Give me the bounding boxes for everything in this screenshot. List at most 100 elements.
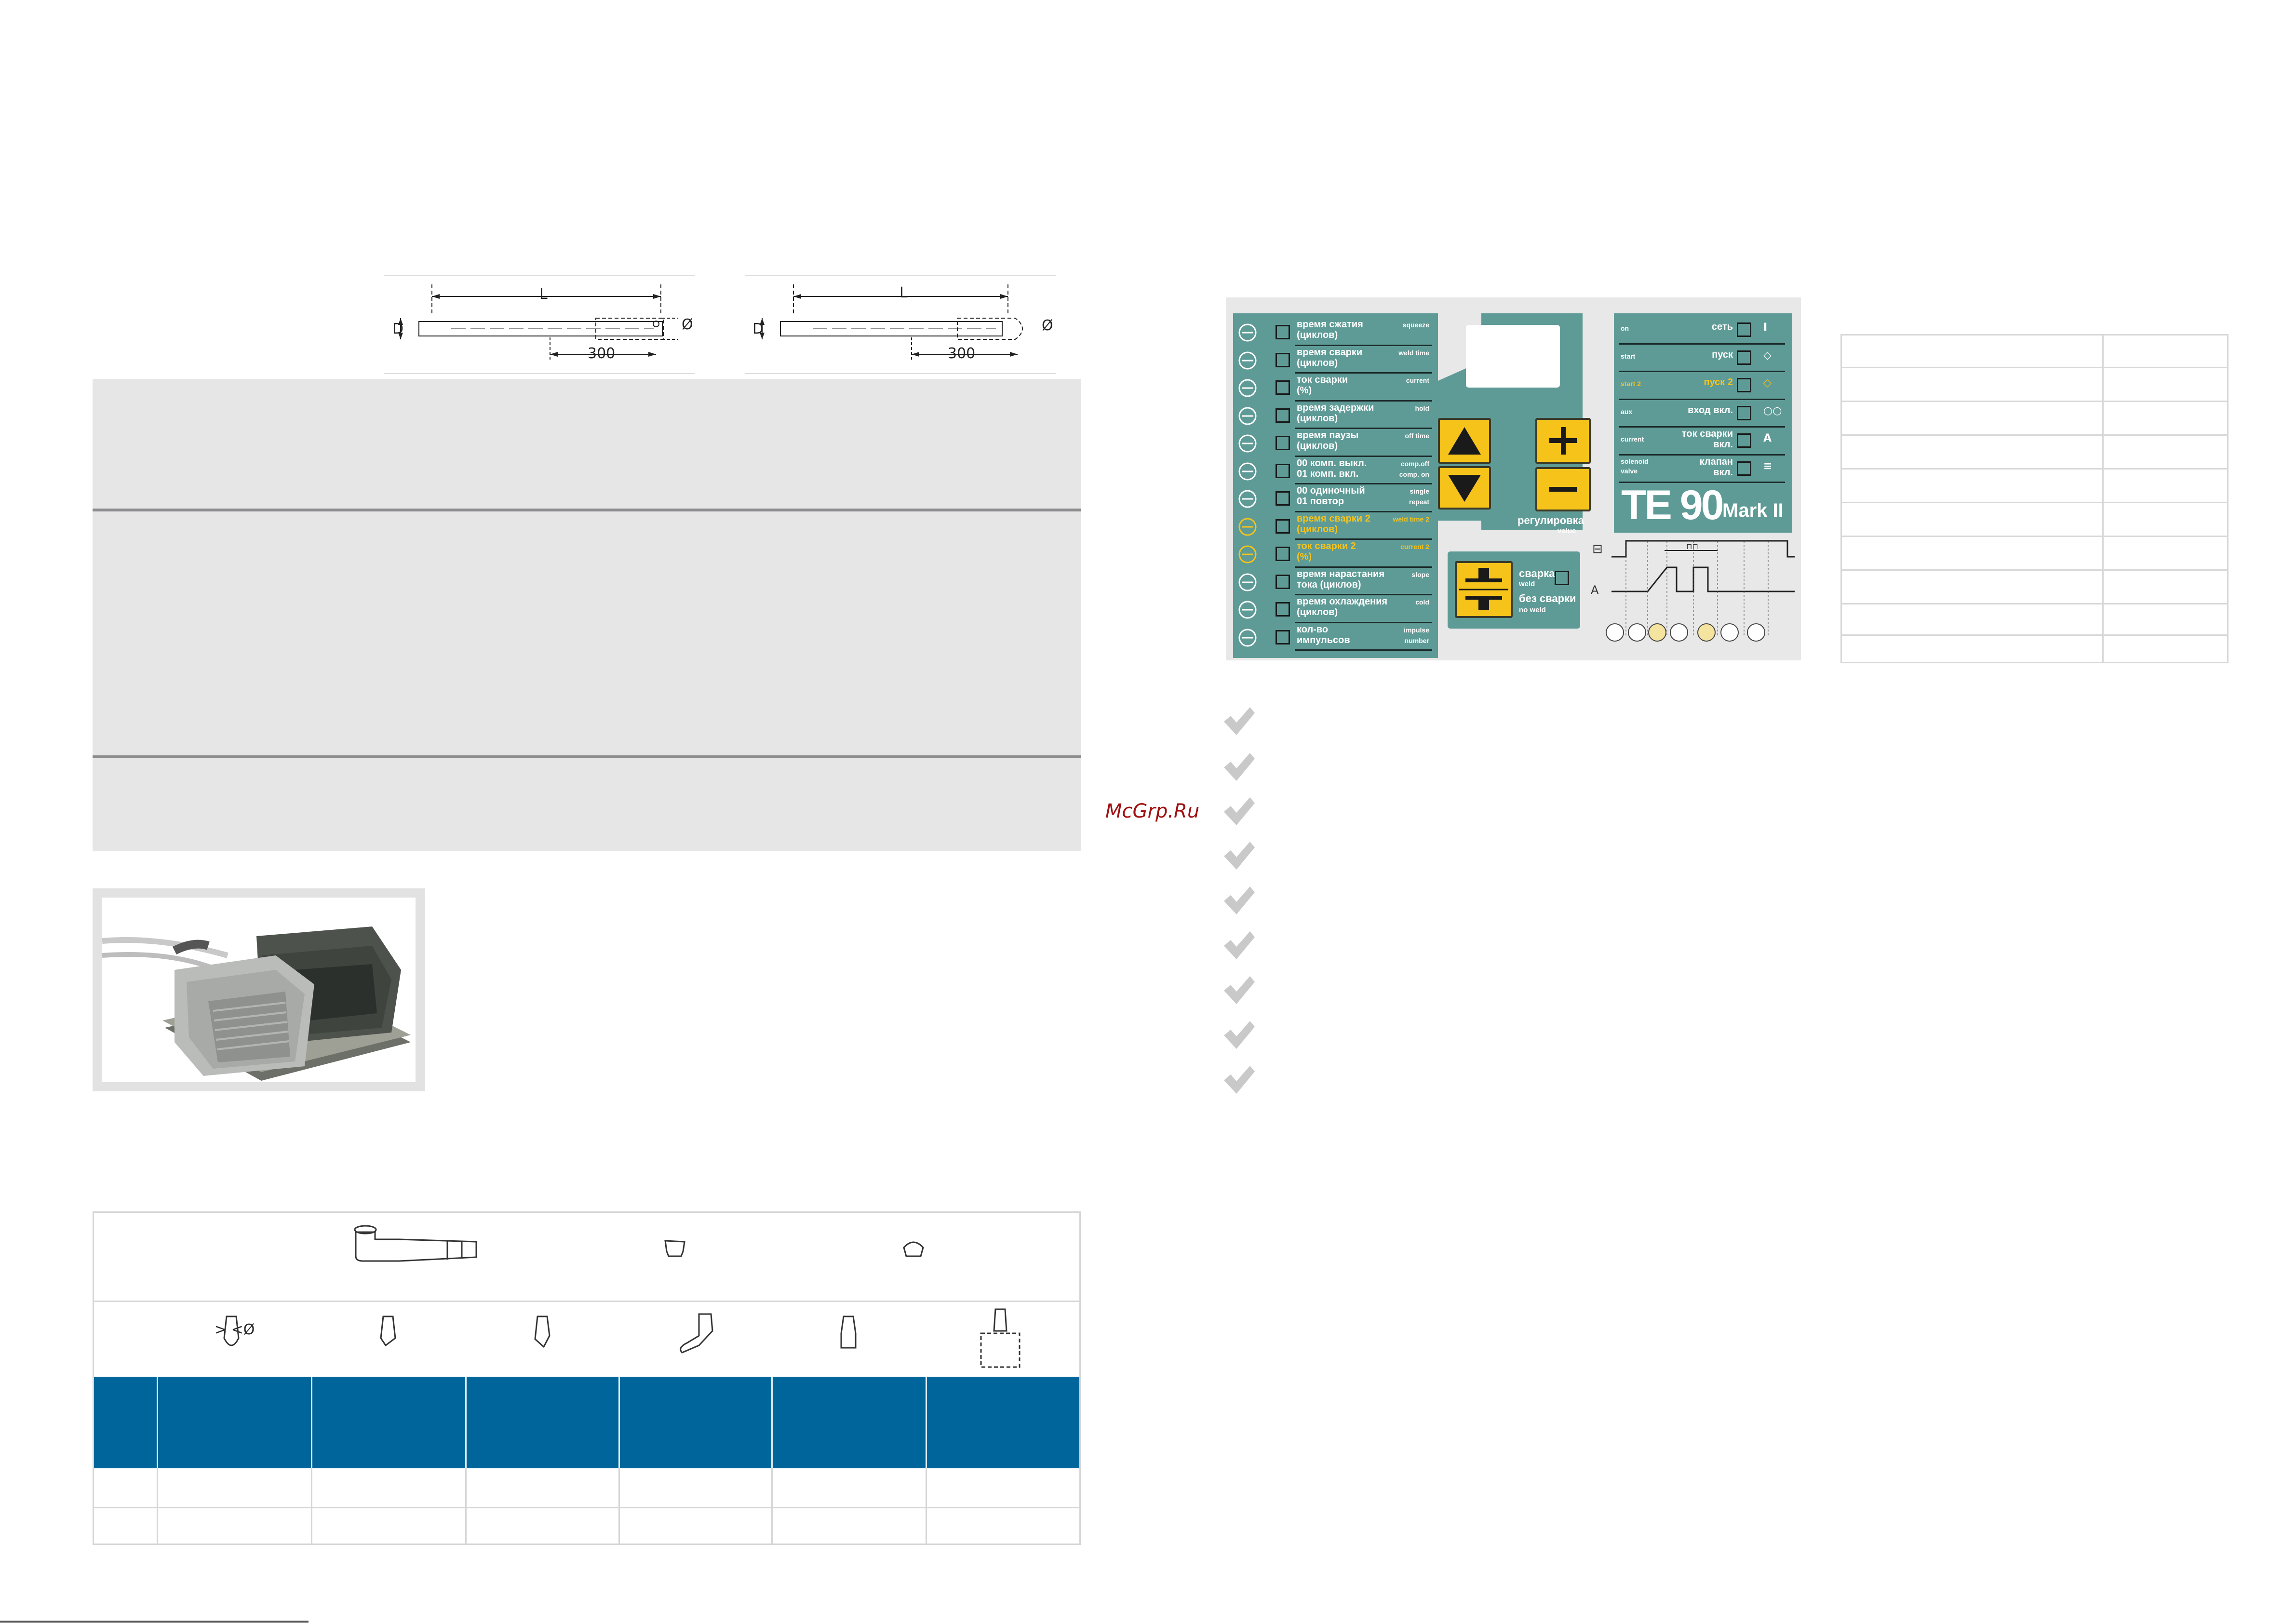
param-label-en: impulse bbox=[1404, 626, 1429, 634]
param-label-en: off time bbox=[1405, 432, 1429, 440]
param-label-ru2: тока (циклов) bbox=[1297, 579, 1361, 590]
param-led bbox=[1276, 602, 1290, 617]
foot-pedal-photo bbox=[102, 898, 416, 1082]
weld-label-en: weld bbox=[1519, 580, 1535, 588]
minus-button[interactable] bbox=[1535, 467, 1591, 511]
status-symbol: ◇ bbox=[1763, 377, 1772, 389]
plus-button[interactable] bbox=[1535, 418, 1591, 464]
param-label-ru2: 01 комп. вкл. bbox=[1297, 468, 1359, 479]
svg-text:A: A bbox=[1591, 583, 1599, 597]
status-led bbox=[1737, 405, 1751, 420]
status-label-ru2: вкл. bbox=[1713, 467, 1733, 478]
electrode-holder-icon bbox=[354, 1225, 477, 1262]
weld-time-icon bbox=[1238, 351, 1257, 369]
status-label-en2: valve bbox=[1621, 467, 1638, 475]
param-led bbox=[1276, 574, 1290, 589]
no-weld-label: без сварки bbox=[1519, 592, 1576, 604]
weld-toggle-button[interactable] bbox=[1455, 561, 1513, 618]
status-symbol: A bbox=[1763, 432, 1772, 444]
panel-param-0: время сжатия(циклов)squeeze bbox=[1233, 318, 1433, 346]
param-label-ru: время сварки bbox=[1297, 347, 1363, 358]
status-label-ru: ток сварки bbox=[1681, 429, 1733, 439]
panel-param-1: время сварки(циклов)weld time bbox=[1233, 346, 1433, 374]
param-label-en2: number bbox=[1404, 636, 1429, 644]
arrow-down-button[interactable] bbox=[1438, 466, 1491, 510]
status-label-ru: пуск 2 bbox=[1704, 377, 1733, 388]
param-label-ru2: (циклов) bbox=[1297, 357, 1338, 368]
checkmark-icon bbox=[1222, 885, 1256, 916]
repeat-icon bbox=[1238, 490, 1257, 508]
status-label-ru: вход вкл. bbox=[1688, 404, 1733, 416]
checkmark-icon bbox=[1222, 929, 1256, 961]
electrode-tip-icon bbox=[380, 1315, 396, 1347]
status-label-en: start bbox=[1621, 352, 1636, 360]
checkmark-icon bbox=[1222, 705, 1256, 737]
distance-label-right: 300 bbox=[948, 345, 976, 362]
electrode-dimension-label: > <Ø bbox=[215, 1321, 255, 1338]
param-label-en2: comp. on bbox=[1399, 470, 1429, 478]
status-label-en: aux bbox=[1621, 407, 1633, 416]
param-led bbox=[1276, 519, 1290, 534]
status-symbol: ◇ bbox=[1763, 349, 1772, 362]
off-time-icon bbox=[1238, 434, 1257, 453]
param-label-en2: repeat bbox=[1409, 498, 1429, 506]
status-label-en: on bbox=[1621, 324, 1629, 332]
param-label-ru: время охлаждения bbox=[1297, 596, 1388, 607]
no-weld-label-en: no weld bbox=[1519, 606, 1546, 614]
status-label-en: solenoid bbox=[1621, 457, 1649, 465]
param-label-en: comp.off bbox=[1400, 459, 1429, 468]
param-label-en: single bbox=[1410, 487, 1429, 495]
impulse-icon bbox=[1238, 629, 1257, 646]
panel-param-5: 00 комп. выкл.01 комп. вкл. comp.off comp.… bbox=[1233, 457, 1433, 484]
status-label-en: current bbox=[1621, 435, 1644, 443]
value-label: регулировка bbox=[1517, 514, 1584, 526]
model-suffix: Mark II bbox=[1722, 500, 1784, 521]
param-label-ru: кол-во bbox=[1297, 624, 1329, 635]
electrode-holder-drawing-left bbox=[384, 275, 695, 374]
param-label-ru2: 01 повтор bbox=[1297, 496, 1344, 507]
status-label-ru: сеть bbox=[1711, 322, 1733, 332]
status-led bbox=[1737, 378, 1751, 392]
value-label-en: value bbox=[1558, 527, 1576, 535]
param-label-en: weld time 2 bbox=[1393, 515, 1429, 523]
param-label-ru: время сжатия bbox=[1297, 319, 1363, 330]
cold-icon bbox=[1238, 601, 1257, 619]
status-3: aux вход вкл. ○○ bbox=[1619, 400, 1790, 428]
electrode-tip-icon bbox=[840, 1315, 857, 1349]
panel-param-10: время охлаждения(циклов)cold bbox=[1233, 595, 1433, 623]
param-label-ru: 00 комп. выкл. bbox=[1297, 457, 1367, 469]
d-label-right: D bbox=[752, 321, 764, 337]
distance-label: 300 bbox=[588, 345, 616, 362]
diameter-label: Ø bbox=[682, 316, 693, 333]
arrow-up-button[interactable] bbox=[1438, 418, 1491, 464]
checkmark-icon bbox=[1222, 1064, 1256, 1096]
panel-param-3: время задержки(циклов)hold bbox=[1233, 402, 1433, 429]
table-header-row bbox=[94, 1377, 1079, 1468]
comp-icon bbox=[1238, 462, 1257, 480]
checkmark-icon bbox=[1222, 1019, 1256, 1051]
status-led bbox=[1737, 433, 1751, 448]
panel-param-4: время паузы(циклов)off time bbox=[1233, 429, 1433, 457]
footer-rule bbox=[0, 1621, 309, 1623]
status-block bbox=[1614, 313, 1792, 533]
param-label-ru: ток сварки 2 bbox=[1297, 541, 1356, 551]
param-label-ru: время нарастания bbox=[1297, 568, 1385, 579]
weld-led bbox=[1555, 571, 1569, 585]
weld-label: сварка bbox=[1519, 567, 1555, 579]
status-symbol: ○○ bbox=[1763, 404, 1782, 417]
electrode-tip-icon bbox=[534, 1315, 551, 1348]
param-led bbox=[1276, 436, 1290, 450]
current-2-icon bbox=[1238, 545, 1257, 564]
param-label-ru: 00 одиночный bbox=[1297, 485, 1365, 496]
status-label-ru2: вкл. bbox=[1713, 439, 1733, 450]
checkmark-icon bbox=[1222, 751, 1256, 783]
spec-divider bbox=[93, 755, 1081, 758]
param-label-ru: время паузы bbox=[1297, 430, 1359, 441]
param-led bbox=[1276, 630, 1290, 644]
